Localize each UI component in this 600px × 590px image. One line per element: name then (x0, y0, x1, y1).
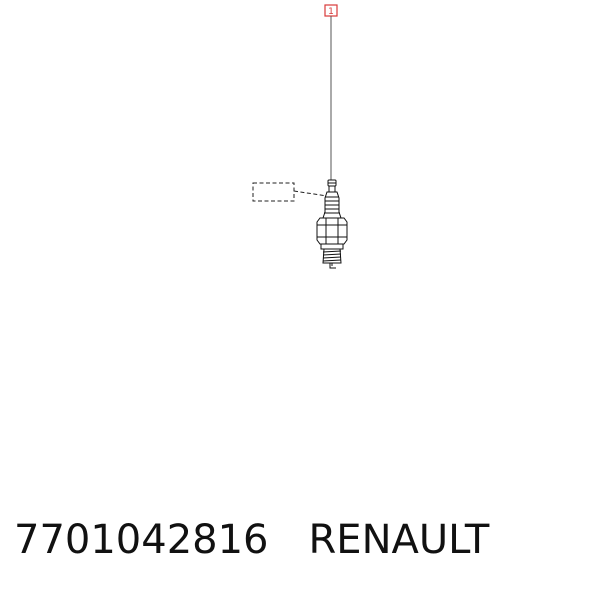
dashed-leader (293, 190, 328, 197)
dashed-reference-box (252, 182, 295, 202)
part-number: 7701042816 (14, 517, 269, 563)
callout-marker[interactable]: 1 (324, 4, 338, 17)
spark-plug-drawing (316, 179, 348, 269)
brand-name: RENAULT (308, 517, 490, 563)
part-caption: 7701042816 RENAULT (14, 514, 489, 566)
callout-number: 1 (328, 7, 334, 17)
